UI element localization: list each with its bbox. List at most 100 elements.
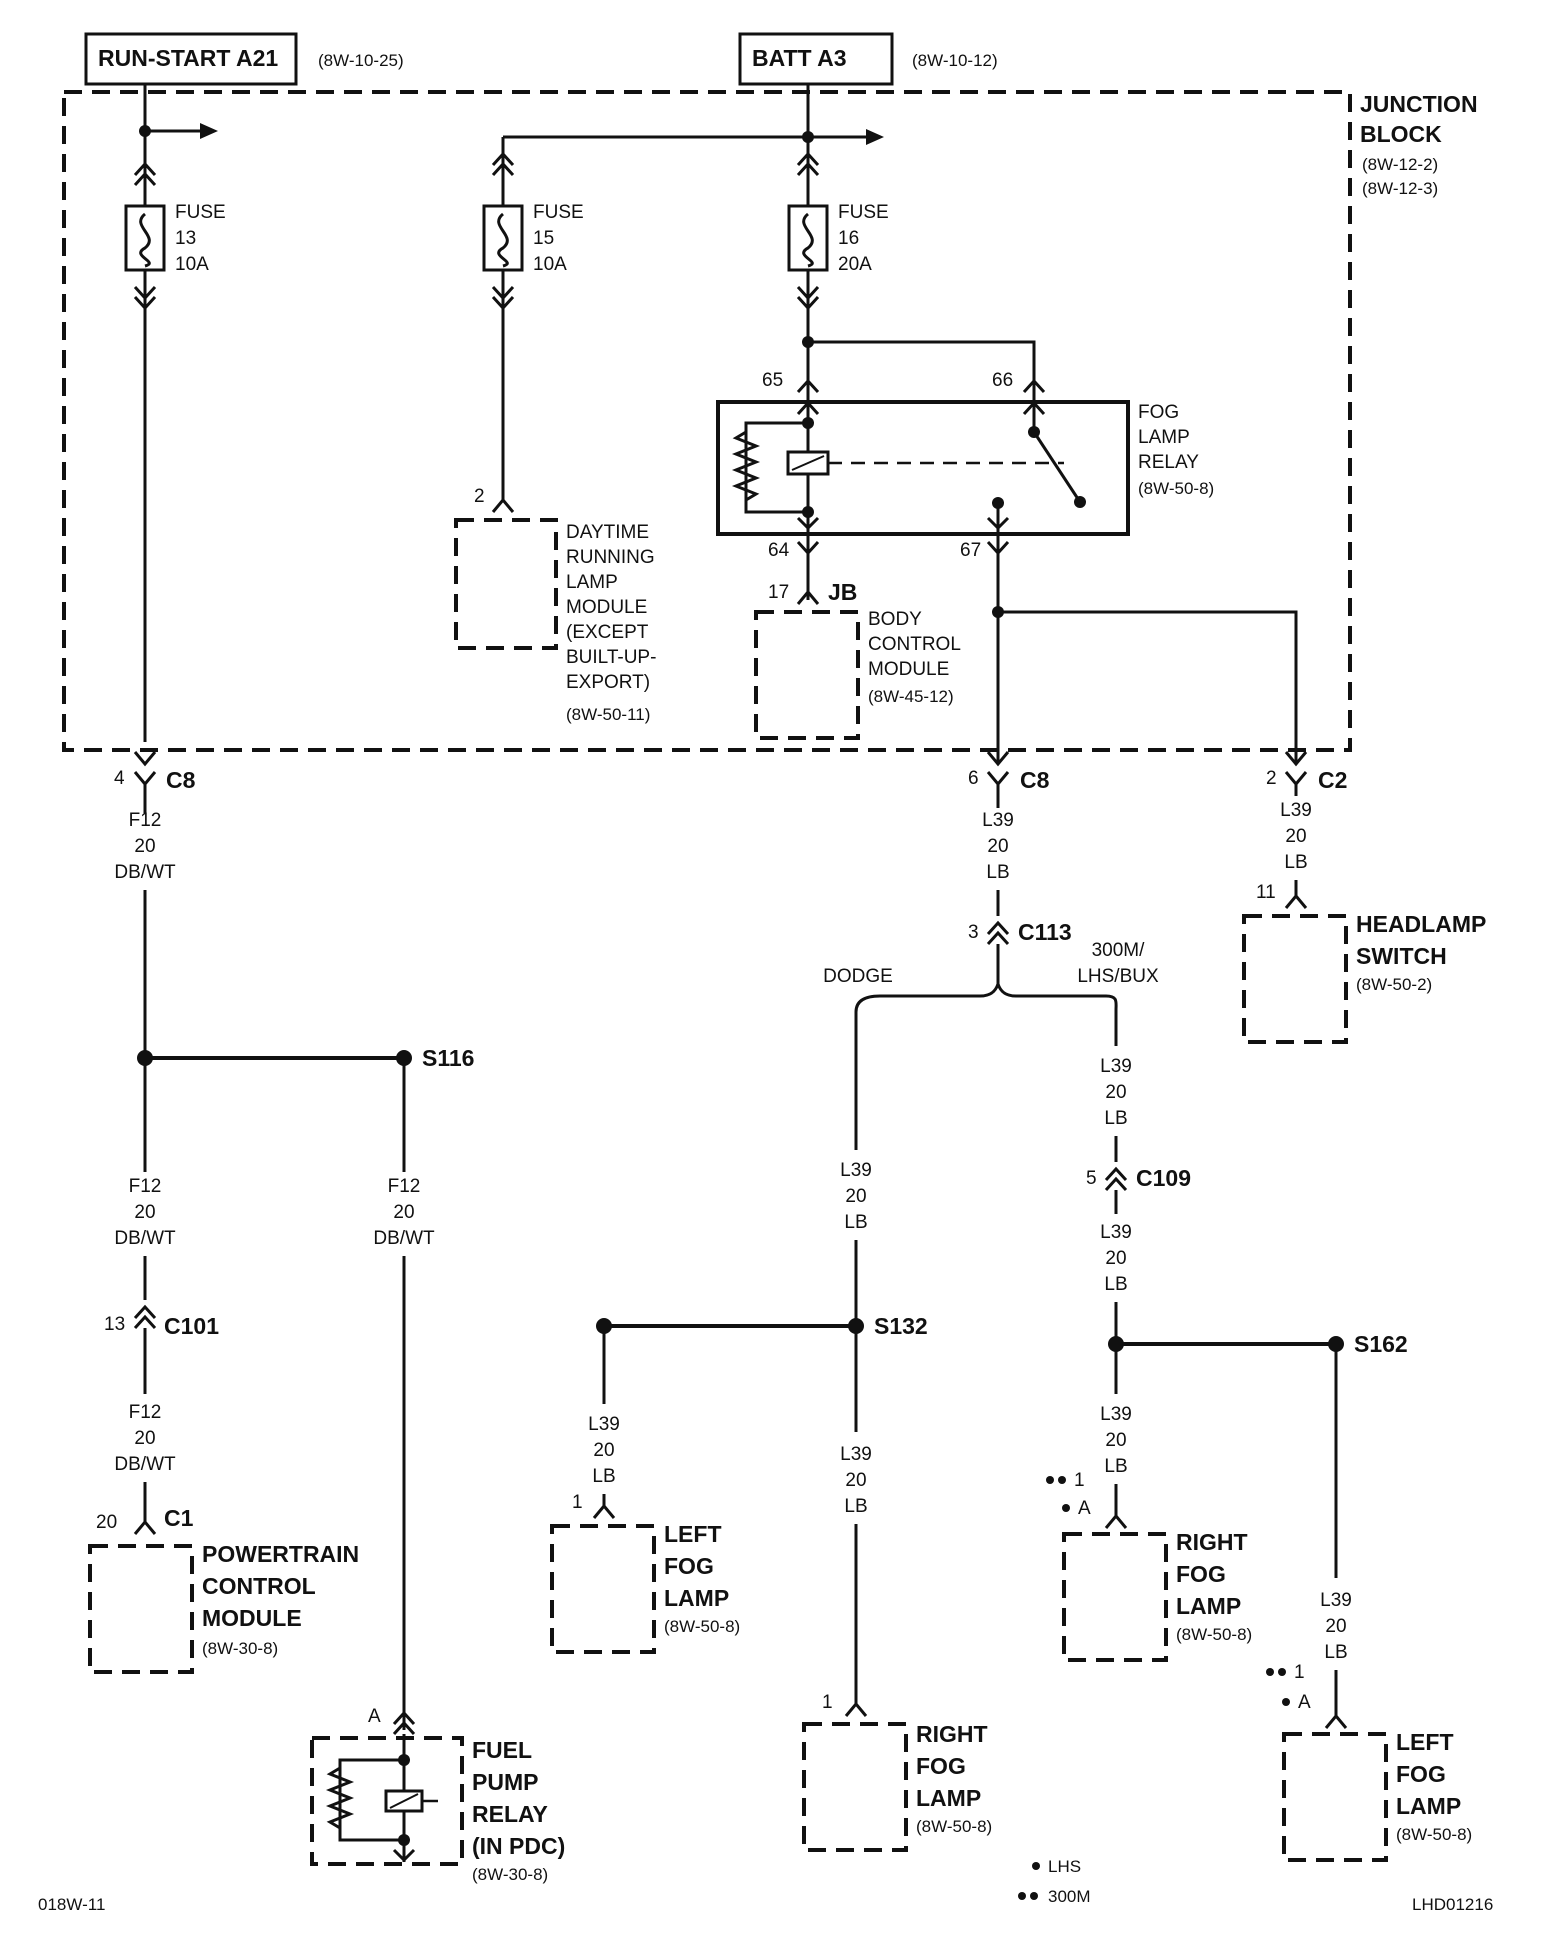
wire-circuit: L39 [1100, 1056, 1132, 1077]
junction-title-2: BLOCK [1360, 121, 1442, 147]
right-fog-dodge-pin: 1 [822, 1692, 833, 1713]
right-fog-other-label-3: LAMP [1176, 1593, 1241, 1619]
wire-color: LB [1104, 1456, 1127, 1477]
right-fog-dodge-label-1: RIGHT [916, 1721, 988, 1747]
left-fog-dodge-label-2: FOG [664, 1553, 714, 1579]
connector-c101: 13 C101 [104, 1304, 219, 1339]
wire-color: LB [1324, 1642, 1347, 1663]
headlamp-switch: HEADLAMP SWITCH (8W-50-2) [1242, 911, 1486, 1044]
batt-source: BATT A3 (8W-10-12) [738, 32, 998, 86]
batt-label: BATT A3 [752, 45, 847, 71]
arrow-right-icon [200, 123, 218, 139]
wire-color: LB [592, 1466, 615, 1487]
splice-s132: S132 [596, 1313, 928, 1339]
wire-color: DB/WT [373, 1228, 435, 1249]
splice-s116: S116 [137, 1045, 474, 1071]
wire-gauge: 20 [134, 836, 155, 857]
fuel-pump-relay: FUEL PUMP RELAY (IN PDC) (8W-30-8) [310, 1734, 565, 1884]
pcm-label-2: CONTROL [202, 1573, 316, 1599]
fuse-15-number: 15 [533, 228, 554, 249]
left-fog-dodge-label-3: LAMP [664, 1585, 729, 1611]
switch-contact-icon [1032, 431, 1082, 503]
bcm-ref: (8W-45-12) [868, 687, 954, 706]
drl-line-4: MODULE [566, 597, 647, 618]
wire-gauge: 20 [1105, 1082, 1126, 1103]
right-fog-other-label-1: RIGHT [1176, 1529, 1248, 1555]
wire-color: LB [1104, 1274, 1127, 1295]
wire-color: LB [1284, 852, 1307, 873]
s132-label: S132 [874, 1313, 928, 1339]
left-fog-lamp-other: LEFT FOG LAMP (8W-50-8) [1282, 1729, 1472, 1862]
right-fog-dodge-ref: (8W-50-8) [916, 1817, 992, 1836]
fuel-pump-relay-label-1: FUEL [472, 1737, 532, 1763]
left-fog-other-label-3: LAMP [1396, 1793, 1461, 1819]
bcm-label-3: MODULE [868, 659, 949, 680]
fuse-16-label: FUSE [838, 202, 889, 223]
junction-ref-1: (8W-12-2) [1362, 155, 1438, 174]
c2-pin: 2 [1266, 768, 1277, 789]
l39-wire-right-fog-other: L39 20 LB 1 A [1046, 1344, 1132, 1529]
l39-wire-c109-s162: L39 20 LB [1100, 1190, 1132, 1344]
pcm-ref: (8W-30-8) [202, 1639, 278, 1658]
arrow-right-icon [866, 129, 884, 145]
relay-label-2: LAMP [1138, 427, 1190, 448]
right-fog-dodge-label-2: FOG [916, 1753, 966, 1779]
run-start-ref: (8W-10-25) [318, 51, 404, 70]
wire-color: LB [1104, 1108, 1127, 1129]
resistor-icon [731, 430, 761, 502]
fuse-13-rating: 10A [175, 254, 209, 275]
footer-right-code: LHD01216 [1412, 1895, 1493, 1914]
c2-name: C2 [1318, 767, 1347, 793]
drl-ref: (8W-50-11) [566, 705, 650, 724]
headlamp-switch-label-2: SWITCH [1356, 943, 1447, 969]
c8-left-name: C8 [166, 767, 196, 793]
wire-color: DB/WT [114, 1228, 176, 1249]
bcm-pin: 17 [768, 582, 789, 603]
legend-lhs: LHS [1048, 1857, 1081, 1876]
fog-lamp-relay: 65 66 FOG LAMP RELAY (8W-50-8) [716, 370, 1214, 536]
s162-label: S162 [1354, 1331, 1408, 1357]
l39-wire-other: L39 20 LB [1100, 1010, 1132, 1162]
bcm-jb: JB [828, 579, 857, 605]
fuse-15-label: FUSE [533, 202, 584, 223]
left-fog-other-label-1: LEFT [1396, 1729, 1454, 1755]
fuse-13-label: FUSE [175, 202, 226, 223]
fuse-15-circuit: FUSE 15 10A [482, 135, 804, 513]
relay-label-1: FOG [1138, 402, 1179, 423]
daytime-running-lamp-module: 2 DAYTIME RUNNING LAMP MODULE (EXCEPT BU… [454, 486, 656, 724]
relay-pin-65: 65 [762, 370, 783, 391]
footer-left-code: 018W-11 [38, 1895, 105, 1914]
relay-pin-66: 66 [992, 370, 1013, 391]
connector-c113: 3 C113 [968, 919, 1072, 984]
fuse-16-number: 16 [838, 228, 859, 249]
headlamp-switch-ref: (8W-50-2) [1356, 975, 1432, 994]
junction-ref-2: (8W-12-3) [1362, 179, 1438, 198]
connector-c1: 20 C1 [96, 1505, 194, 1535]
wire-gauge: 20 [845, 1470, 866, 1491]
relay-ref: (8W-50-8) [1138, 479, 1214, 498]
l39-wire-left-fog-dodge: L39 20 LB 1 [572, 1326, 620, 1519]
branch-other-label-1: 300M/ [1092, 940, 1146, 961]
wire-gauge: 20 [845, 1186, 866, 1207]
junction-block-outline [62, 90, 1352, 752]
wire-gauge: 20 [593, 1440, 614, 1461]
f12-wire-2: F12 20 DB/WT [114, 1058, 176, 1300]
wire-circuit: L39 [982, 810, 1014, 831]
fuel-pump-relay-pin: A [368, 1706, 381, 1727]
drl-line-7: EXPORT) [566, 672, 650, 693]
junction-block-title: JUNCTION BLOCK (8W-12-2) (8W-12-3) [1360, 91, 1478, 198]
junction-title-1: JUNCTION [1360, 91, 1478, 117]
drl-line-1: DAYTIME [566, 522, 649, 543]
fuel-pump-relay-ref: (8W-30-8) [472, 1865, 548, 1884]
fuse-16-rating: 20A [838, 254, 872, 275]
c109-name: C109 [1136, 1165, 1191, 1191]
wire-gauge: 20 [1285, 826, 1306, 847]
batt-ref: (8W-10-12) [912, 51, 998, 70]
right-fog-lamp-other: RIGHT FOG LAMP (8W-50-8) [1062, 1529, 1252, 1662]
f12-wire-3: F12 20 DB/WT [114, 1328, 176, 1524]
left-fog-dodge-ref: (8W-50-8) [664, 1617, 740, 1636]
f12-wire-1: F12 20 DB/WT [114, 784, 176, 1058]
right-fog-other-pin-300m: 1 [1074, 1470, 1085, 1491]
relay-pin-64: 64 [768, 540, 790, 561]
